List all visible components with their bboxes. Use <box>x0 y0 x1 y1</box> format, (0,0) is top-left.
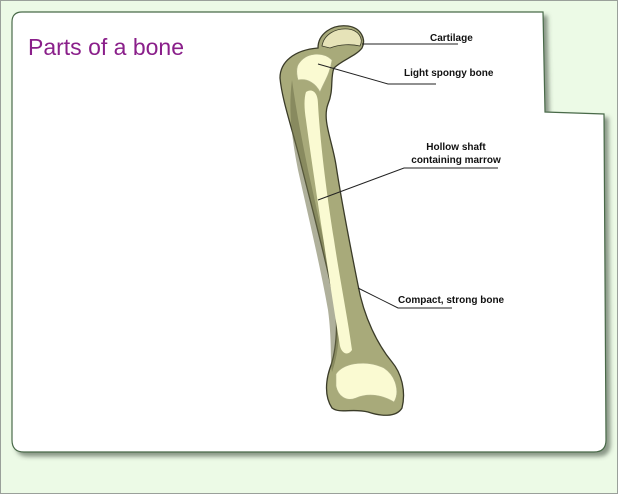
label-cartilage: Cartilage <box>430 32 473 45</box>
label-compact-strong-bone: Compact, strong bone <box>398 294 504 307</box>
label-hollow-line2: containing marrow <box>406 154 506 167</box>
label-light-spongy-bone: Light spongy bone <box>404 67 493 80</box>
label-hollow-shaft: Hollow shaft containing marrow <box>406 141 506 167</box>
slide-title: Parts of a bone <box>28 34 184 61</box>
label-hollow-line1: Hollow shaft <box>406 141 506 154</box>
